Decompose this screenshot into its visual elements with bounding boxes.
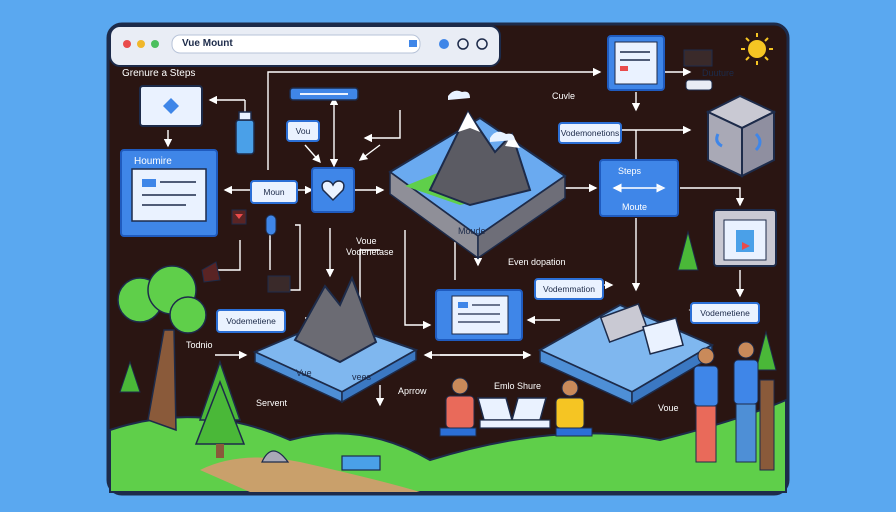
voue-title-label: Voue	[356, 236, 377, 246]
voue-sub-label: Vodenetase	[346, 247, 394, 257]
duuture-label: Duuture	[702, 68, 735, 78]
heart-icon	[321, 180, 345, 202]
person-icon	[733, 341, 775, 471]
circle-button-icon[interactable]	[457, 38, 469, 50]
title-label: Grenure a Steps	[122, 68, 196, 79]
vodemonetions-node[interactable]: Vodemonetions	[558, 122, 622, 144]
crate-icon	[341, 455, 381, 471]
small-tree-icon	[119, 230, 777, 393]
vodemmation-node[interactable]: Vodemmation	[534, 278, 604, 300]
mount-node[interactable]: Moun	[250, 180, 298, 204]
voue-bottom-label: Voue	[658, 403, 679, 413]
drive-icon	[685, 79, 713, 91]
emlo-shure-label: Emlo Shure	[494, 381, 542, 391]
vue-platform-label: Vue	[296, 368, 312, 378]
plug-icon	[265, 214, 277, 236]
cuvle-label: Cuvle	[552, 91, 576, 101]
address-text[interactable]: Vue Mount	[182, 38, 233, 49]
minimize-icon[interactable]	[137, 40, 145, 48]
moute-label: Moute	[622, 202, 648, 212]
mail-icon	[201, 261, 221, 283]
mountain-icon	[293, 275, 378, 364]
close-icon[interactable]	[123, 40, 131, 48]
pine-tree-icon	[194, 359, 246, 458]
laptop-icon	[477, 397, 547, 421]
person-icon	[693, 347, 719, 463]
cloud-icon	[490, 131, 515, 142]
address-input[interactable]	[171, 34, 421, 54]
diamond-icon	[163, 98, 179, 114]
vodemetiene-right-node[interactable]: Vodemetiene	[690, 302, 760, 324]
you-node[interactable]: Vou	[286, 120, 320, 142]
monitor-small-icon	[267, 275, 291, 293]
houmire-label: Houmire	[134, 156, 172, 167]
arrow-label: Aprrow	[398, 386, 427, 396]
steps-label: Steps	[618, 166, 642, 176]
even-dopation-label: Even dopation	[508, 257, 566, 267]
heart-small-icon	[235, 214, 243, 219]
person-icon	[439, 377, 477, 437]
servent-label: Servent	[256, 398, 288, 408]
cloud-icon	[448, 90, 470, 100]
rock-icon	[261, 450, 290, 463]
container-icon	[235, 111, 255, 155]
tree-icon	[117, 265, 207, 432]
sun-icon	[741, 33, 773, 65]
connector-arrows	[163, 67, 755, 407]
vees-label: vees	[352, 372, 372, 382]
vodemetiene-left-node[interactable]: Vodemetiene	[216, 309, 286, 333]
device-icon	[683, 49, 713, 67]
todnio-label: Todnio	[186, 340, 213, 350]
tab-icon[interactable]	[409, 40, 417, 47]
circle-button-icon[interactable]	[476, 38, 488, 50]
device-box-icon	[599, 302, 649, 344]
circle-button-icon[interactable]	[439, 39, 449, 49]
maximize-icon[interactable]	[151, 40, 159, 48]
mesa-label: Moude	[458, 226, 486, 236]
desk	[479, 419, 551, 429]
cube-icon	[705, 94, 777, 178]
page-icon	[642, 317, 684, 355]
person-icon	[555, 379, 593, 437]
